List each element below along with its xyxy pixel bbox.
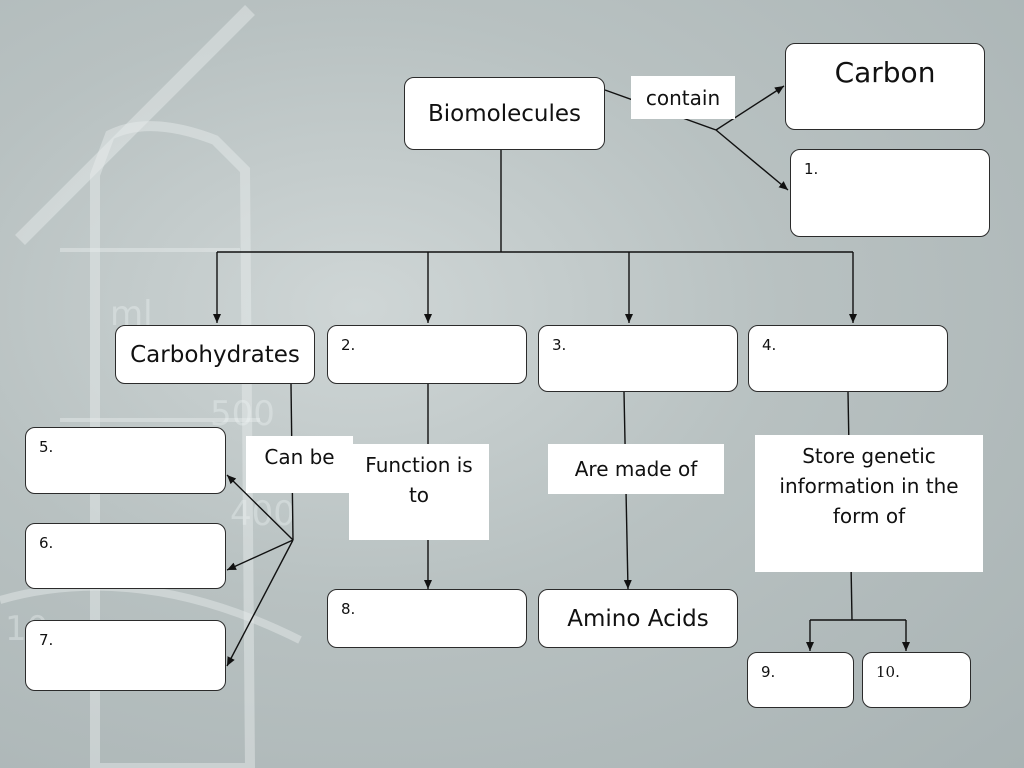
blank-number-10: 10. — [876, 663, 900, 681]
blank-number-9: 9. — [761, 663, 776, 681]
node-amino-acids-text: Amino Acids — [567, 605, 709, 632]
node-carbon-text: Carbon — [834, 56, 936, 89]
blank-number-4: 4. — [762, 336, 777, 354]
blank-box-5[interactable]: 5. — [25, 427, 226, 494]
node-biomolecules: Biomolecules — [404, 77, 605, 150]
blank-box-7[interactable]: 7. — [25, 620, 226, 691]
node-carbohydrates-text: Carbohydrates — [130, 341, 300, 368]
blank-box-1[interactable]: 1. — [790, 149, 990, 237]
blank-number-1: 1. — [804, 160, 819, 178]
blank-box-4[interactable]: 4. — [748, 325, 948, 392]
svg-text:400: 400 — [230, 494, 295, 534]
link-label-can-be: Can be — [246, 436, 353, 493]
arrow-to-blank-7 — [226, 539, 294, 667]
arrow-to-carbon — [715, 85, 785, 131]
link-label-are-made-of: Are made of — [548, 444, 724, 494]
link-label-contain: contain — [631, 76, 735, 119]
arrow-to-blank-1 — [715, 129, 789, 191]
link-label-function-is-to: Function is to — [349, 444, 489, 540]
node-amino-acids: Amino Acids — [538, 589, 738, 648]
blank-number-5: 5. — [39, 438, 54, 456]
blank-number-8: 8. — [341, 600, 356, 618]
node-carbon: Carbon — [785, 43, 985, 130]
blank-box-6[interactable]: 6. — [25, 523, 226, 589]
arrow-to-blank-6 — [226, 539, 294, 571]
blank-box-2[interactable]: 2. — [327, 325, 527, 384]
blank-number-7: 7. — [39, 631, 54, 649]
blank-box-9[interactable]: 9. — [747, 652, 854, 708]
link-label-store-genetic-information: Store genetic information in the form of — [755, 435, 983, 572]
blank-box-10[interactable]: 10. — [862, 652, 971, 708]
node-carbohydrates: Carbohydrates — [115, 325, 315, 384]
blank-number-3: 3. — [552, 336, 567, 354]
arrow-to-blank-5 — [226, 474, 294, 541]
blank-number-6: 6. — [39, 534, 54, 552]
blank-box-8[interactable]: 8. — [327, 589, 527, 648]
blank-number-2: 2. — [341, 336, 356, 354]
node-biomolecules-text: Biomolecules — [427, 100, 581, 127]
blank-box-3[interactable]: 3. — [538, 325, 738, 392]
